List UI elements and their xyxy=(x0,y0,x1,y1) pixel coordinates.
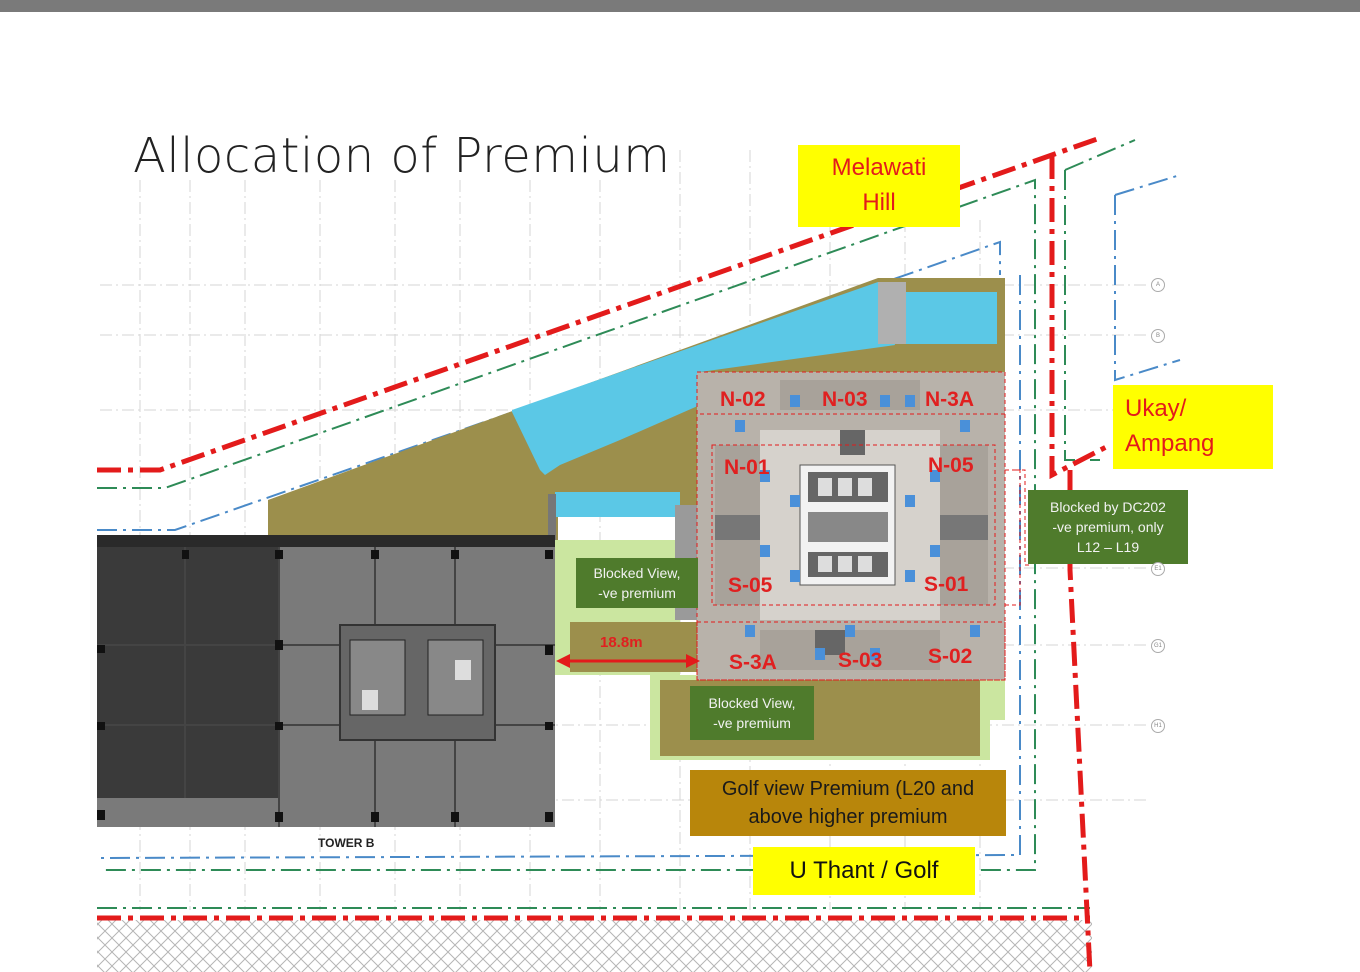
south-label-u-thant-golf: U Thant / Golf xyxy=(753,847,975,895)
blocked-view-west-text: Blocked View, -ve premium xyxy=(593,564,681,601)
blocked-dc202-note: Blocked by DC202 -ve premium, only L12 –… xyxy=(1028,490,1188,564)
unit-label-n-01: N-01 xyxy=(724,456,770,479)
south-label-text: U Thant / Golf xyxy=(789,857,939,884)
grid-axis-marker: E1 xyxy=(1151,562,1165,576)
unit-label-s-05: S-05 xyxy=(728,574,773,597)
grid-axis-marker: A xyxy=(1151,278,1165,292)
golf-view-premium-note: Golf view Premium (L20 and above higher … xyxy=(690,770,1006,836)
blocked-view-south-text: Blocked View, -ve premium xyxy=(708,694,796,731)
unit-label-n-05: N-05 xyxy=(928,454,974,477)
unit-label-n-3a: N-3A xyxy=(925,388,975,411)
residential-floorplate xyxy=(696,371,1006,681)
grid-axis-marker: H1 xyxy=(1151,719,1165,733)
unit-label-n-03: N-03 xyxy=(822,388,868,411)
north-label-text: Melawati Hill xyxy=(831,154,927,216)
top-frame-bar xyxy=(0,0,1360,12)
tower-b-label: TOWER B xyxy=(318,836,375,850)
page-title: Allocation of Premium xyxy=(133,128,671,184)
site-boundaries xyxy=(97,139,1181,909)
pool-area xyxy=(512,282,895,475)
unit-label-s-03: S-03 xyxy=(838,649,883,672)
grid-axis-marker: G1 xyxy=(1151,639,1165,653)
blocked-dc202-text: Blocked by DC202 -ve premium, only L12 –… xyxy=(1050,498,1166,556)
golf-view-premium-text: Golf view Premium (L20 and above higher … xyxy=(721,778,975,828)
unit-label-s-01: S-01 xyxy=(924,573,969,596)
north-label-melawati-hill: Melawati Hill xyxy=(798,145,960,227)
east-label-text: Ukay/ Ampang xyxy=(1125,395,1215,457)
blocked-view-south-note: Blocked View, -ve premium xyxy=(690,686,814,740)
east-label-ukay-ampang: Ukay/ Ampang xyxy=(1113,385,1273,469)
unit-label-n-02: N-02 xyxy=(720,388,766,411)
unit-label-s-3a: S-3A xyxy=(729,651,777,674)
grid-axis-marker: B xyxy=(1151,329,1165,343)
unit-label-s-02: S-02 xyxy=(928,645,973,668)
distance-label: 18.8m xyxy=(600,634,643,651)
distance-arrow xyxy=(556,654,700,668)
hatched-road xyxy=(97,920,1092,972)
blocked-view-west-note: Blocked View, -ve premium xyxy=(576,558,698,608)
